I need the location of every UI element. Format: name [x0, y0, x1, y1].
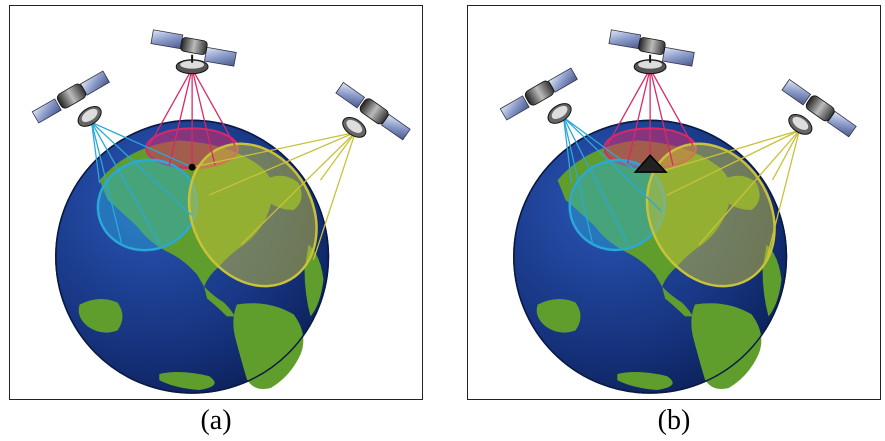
satellite-icon	[335, 81, 411, 141]
satellite-icon	[499, 67, 578, 124]
beam-lines-center	[606, 68, 694, 166]
beam-lines-left	[562, 116, 662, 244]
beam-lines-right	[661, 129, 800, 260]
caption-b: (b)	[657, 405, 691, 436]
caption-a: (a)	[200, 405, 232, 436]
footprint-right-satellite	[187, 142, 318, 288]
satellite-icon	[31, 70, 110, 127]
intersection-dot	[188, 163, 196, 171]
continent-australia	[536, 298, 581, 333]
coverage-footprints	[96, 127, 318, 288]
satellite-icon	[608, 29, 695, 75]
satellite-coverage-diagram-a	[31, 29, 411, 394]
intersection-triangle	[633, 154, 668, 173]
continent-south-america	[691, 303, 762, 389]
satellite-icon	[150, 29, 237, 75]
beam-lines-left	[90, 121, 193, 244]
panel-b	[467, 5, 881, 400]
panel-a	[9, 5, 423, 400]
satellite-coverage-diagram-b	[499, 29, 857, 394]
satellite-icon	[781, 78, 857, 138]
beam-lines-right	[191, 131, 356, 260]
footprint-right-satellite	[645, 142, 776, 288]
continent-australia	[78, 298, 123, 333]
continent-south-america	[233, 303, 304, 389]
continent-central-america	[204, 286, 235, 317]
beam-lines-center	[148, 68, 236, 168]
continent-central-america	[662, 286, 693, 317]
